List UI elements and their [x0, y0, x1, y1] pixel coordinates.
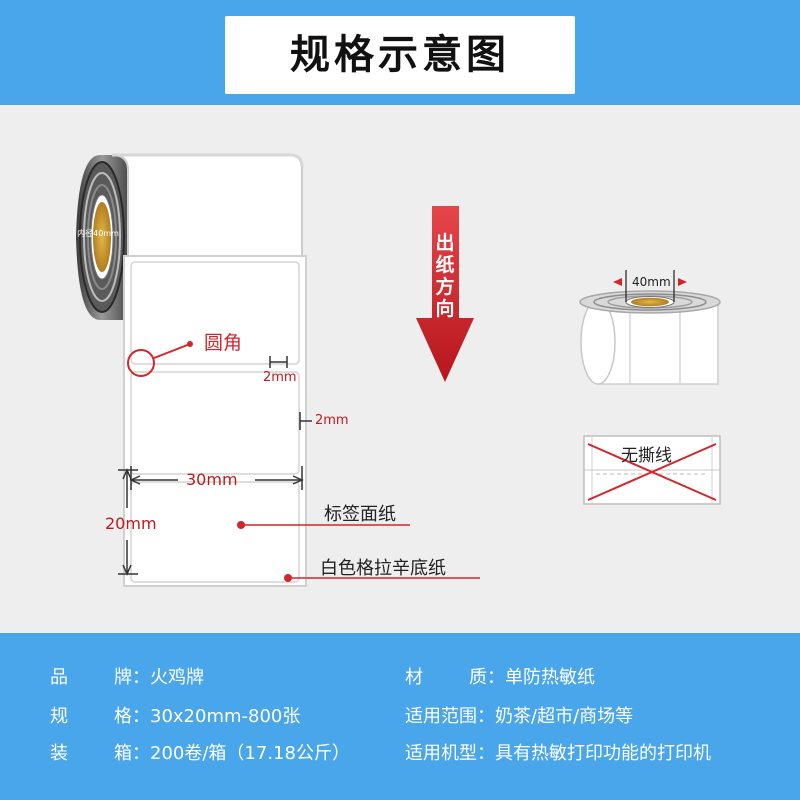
no-tear-line-illustration: [583, 435, 721, 505]
diagram-area: 内径40mm: [0, 105, 800, 633]
spec-size: 规 格：30x20mm-800张: [50, 705, 300, 729]
spec-material: 材 质：单防热敏纸: [405, 666, 595, 690]
label-1: [130, 261, 300, 365]
spec-packing-key-b: 箱：: [114, 743, 150, 764]
spec-size-key-a: 规: [50, 706, 68, 727]
feed-direction-text: 出 纸 方 向: [433, 232, 457, 320]
small-roll: [579, 290, 721, 385]
roll-side: [76, 155, 128, 320]
roll-top: [111, 154, 303, 257]
gap-vertical-label: 2mm: [315, 413, 349, 428]
feed-char-4: 向: [435, 298, 455, 320]
feed-char-3: 方: [435, 276, 455, 298]
height-label: 20mm: [105, 514, 157, 533]
page-title: 规格示意图: [290, 32, 510, 78]
title-box: 规格示意图: [225, 16, 575, 94]
spec-brand: 品 牌：火鸡牌: [50, 666, 204, 690]
label-paper-text: 标签面纸: [324, 504, 396, 525]
spec-machine-value: 具有热敏打印功能的打印机: [495, 743, 711, 764]
core-diameter-label: 40mm: [632, 275, 671, 289]
gap-horizontal-label: 2mm: [263, 370, 297, 385]
core-size-label: 内径40mm: [77, 228, 119, 238]
spec-material-key-b: 质：: [469, 667, 505, 688]
rounded-corner-circle: [127, 349, 155, 377]
feed-char-1: 出: [435, 232, 455, 254]
spec-machine-key: 适用机型：: [405, 743, 495, 764]
spec-brand-key-a: 品: [50, 667, 68, 688]
spec-size-key-b: 格：: [114, 706, 150, 727]
spec-material-value: 单防热敏纸: [505, 667, 595, 688]
label-2: [130, 371, 300, 475]
feed-direction-arrow: [416, 206, 474, 382]
spec-scope: 适用范围：奶茶/超市/商场等: [405, 705, 633, 729]
spec-brand-key-b: 牌：: [114, 667, 150, 688]
label-roll-diagram: 内径40mm: [76, 153, 721, 587]
gap-marker-horizontal: [269, 356, 288, 368]
spec-packing-key-a: 装: [50, 743, 68, 764]
core-diameter-marker: [625, 270, 675, 302]
spec-size-value: 30x20mm-800张: [150, 706, 301, 727]
feed-char-2: 纸: [435, 254, 455, 276]
backing-paper-text: 白色格拉辛底纸: [320, 558, 446, 579]
spec-brand-value: 火鸡牌: [150, 667, 204, 688]
spec-scope-key: 适用范围：: [405, 706, 495, 727]
spec-material-key-a: 材: [405, 667, 423, 688]
gap-marker-vertical: [299, 412, 312, 430]
label-3: [130, 481, 300, 583]
width-label: 30mm: [186, 470, 238, 489]
spec-panel: 品 牌：火鸡牌 规 格：30x20mm-800张 装 箱：200卷/箱（17.18公斤…: [0, 633, 800, 800]
height-dimension: [118, 468, 138, 576]
spec-scope-value: 奶茶/超市/商场等: [495, 706, 634, 727]
no-tear-line-label: 无撕线: [621, 446, 672, 466]
spec-packing: 装 箱：200卷/箱（17.18公斤）: [50, 742, 350, 766]
header-banner: 规格示意图: [0, 0, 800, 105]
spec-packing-value: 200卷/箱（17.18公斤）: [150, 743, 350, 764]
spec-machine: 适用机型：具有热敏打印功能的打印机: [405, 742, 711, 766]
rounded-corner-label: 圆角: [204, 332, 243, 354]
